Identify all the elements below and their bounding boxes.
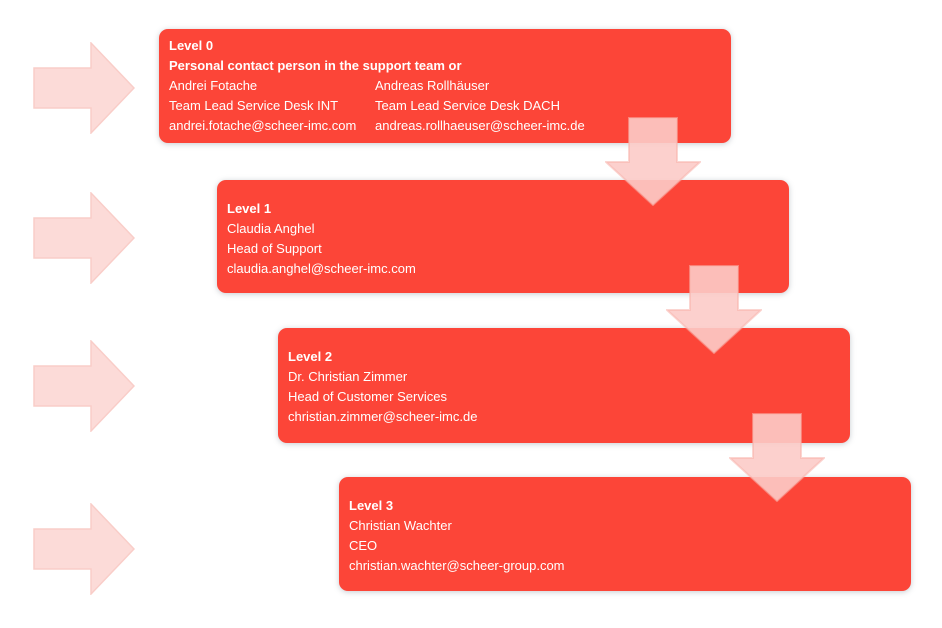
contact-role: CEO [349,538,378,553]
contact-name: Dr. Christian Zimmer [288,369,408,384]
contact-columns: Andrei Fotache Team Lead Service Desk IN… [169,76,721,136]
contact-role: Head of Customer Services [288,389,447,404]
contact-email: andreas.rollhaeuser@scheer-imc.de [375,118,585,133]
contact-name: Andrei Fotache [169,78,258,93]
contact-role: Team Lead Service Desk INT [169,98,339,113]
level-0-card: Level 0 Personal contact person in the s… [159,29,731,143]
down-arrow-icon [729,413,825,502]
level-label: Level 1 [227,201,272,216]
contact-name: Christian Wachter [349,518,452,533]
contact-email: christian.zimmer@scheer-imc.de [288,409,478,424]
right-arrow-icon [33,503,135,595]
contact-card: Andrei Fotache Team Lead Service Desk IN… [169,76,375,136]
contact-email: andrei.fotache@scheer-imc.com [169,118,357,133]
contact-name: Andreas Rollhäuser [375,78,490,93]
down-arrow-icon [666,265,762,354]
level-label: Level 3 [349,498,394,513]
contact-role: Head of Support [227,241,322,256]
contact-email: claudia.anghel@scheer-imc.com [227,261,416,276]
contact-name: Claudia Anghel [227,221,315,236]
contact-card: Andreas Rollhäuser Team Lead Service Des… [375,76,721,136]
contact-email: christian.wachter@scheer-group.com [349,558,565,573]
down-arrow-icon [605,117,701,206]
level-subtitle: Personal contact person in the support t… [169,58,462,73]
right-arrow-icon [33,192,135,284]
level-3-card: Level 3 Christian Wachter CEO christian.… [339,477,911,591]
right-arrow-icon [33,42,135,134]
right-arrow-icon [33,340,135,432]
level-1-card: Level 1 Claudia Anghel Head of Support c… [217,180,789,293]
contact-role: Team Lead Service Desk DACH [375,98,560,113]
level-label: Level 2 [288,349,333,364]
level-label: Level 0 [169,38,214,53]
